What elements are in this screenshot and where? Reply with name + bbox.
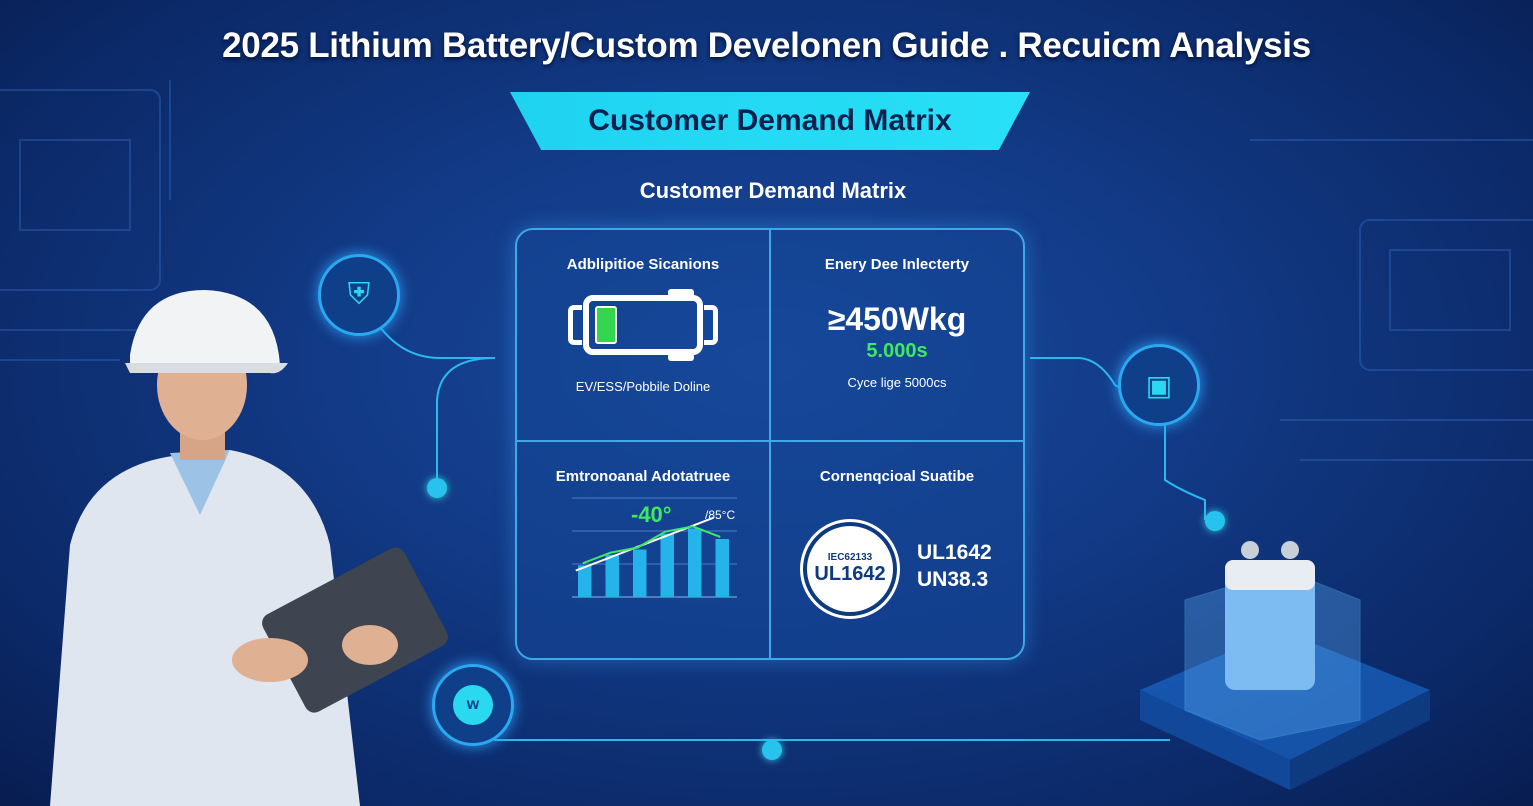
power-icon: w [432, 664, 514, 746]
cycle-value: 5.000s [866, 340, 928, 362]
cell-heading: Emtronoanal Adotatruee [555, 468, 731, 485]
divider [517, 440, 1023, 442]
hard-hat [130, 290, 280, 365]
chart-bar [605, 554, 619, 597]
engineer-illustration [50, 290, 448, 806]
battery-cell [1225, 560, 1315, 690]
banner-heading: Customer Demand Matrix [510, 92, 1030, 150]
connector-node [1205, 511, 1225, 531]
battery-platform-illustration [1140, 541, 1430, 790]
demand-matrix: Adblipitioe Sicanions EV/ESS/Pobbile Dol… [515, 228, 1025, 660]
seal-main-text: UL1642 [814, 563, 886, 585]
seal-top-text: IEC62133 [827, 552, 873, 563]
battery-icon [568, 289, 718, 361]
chart-bar [715, 538, 729, 597]
cell-heading: Enery Dee Inlecterty [824, 256, 970, 273]
chart-bar [633, 549, 647, 597]
connector-node [762, 740, 782, 760]
cell-application-scenarios: Adblipitioe Sicanions EV/ESS/Pobbile Dol… [517, 230, 769, 440]
section-subtitle: Customer Demand Matrix [639, 178, 907, 203]
cell-caption: Cyce ligе 5000cs [847, 375, 947, 390]
certification-seal: IEC62133 UL1642 [800, 519, 900, 619]
cell-caption: EV/ESS/Pobbile Doline [575, 379, 711, 394]
chart-bar [688, 528, 702, 597]
cert-ul1642: UL1642 [917, 541, 992, 564]
cell-environmental-adaptability: Emtronoanal Adotatruee -40° /85°C [517, 442, 769, 652]
energy-density-value: ≥450Wkg [827, 301, 967, 337]
cert-un383: UN38.3 [917, 568, 989, 591]
chip-icon: ▣ [1118, 344, 1200, 426]
series-line [582, 525, 721, 565]
connector-node [427, 478, 447, 498]
temperature-chart [572, 497, 737, 598]
shield-icon: ⛨ [318, 254, 400, 336]
page-title: 2025 Lithium Battery/Custom Develonen Gu… [222, 26, 1311, 65]
cell-certification: Cornenqcioal Suatibe IEC62133 UL1642 UL1… [771, 442, 1023, 652]
cell-heading: Adblipitioe Sicanions [566, 256, 720, 273]
cell-heading: Cornenqcioal Suatibe [819, 468, 975, 485]
lab-coat [50, 450, 360, 806]
temp-low: -40° [631, 502, 672, 527]
cell-energy-density: Enery Dee Inlecterty ≥450Wkg 5.000s Cyce… [771, 230, 1023, 440]
chart-bar [660, 533, 674, 597]
divider [769, 230, 771, 658]
chart-bar [578, 565, 592, 597]
